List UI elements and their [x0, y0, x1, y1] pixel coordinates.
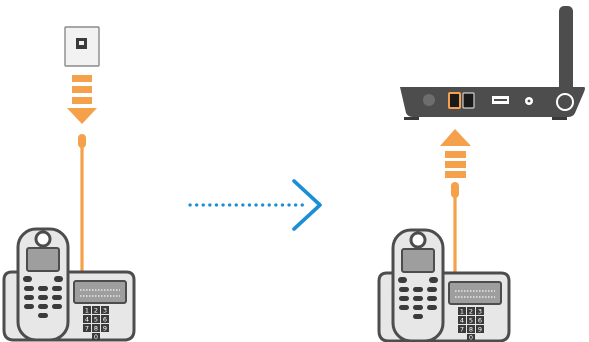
key-label: 8 — [94, 325, 98, 333]
key-label: 9 — [103, 325, 107, 333]
key-label: 0 — [469, 334, 473, 342]
dotted-right-arrow-icon — [190, 181, 320, 229]
key-label: 6 — [103, 316, 107, 324]
key-label: 3 — [103, 307, 107, 315]
down-arrow-icon — [67, 75, 97, 124]
up-arrow-icon — [440, 129, 471, 178]
key-label: 5 — [94, 316, 98, 324]
cordless-phone-icon: 1 2 3 4 5 6 7 8 9 0 — [379, 230, 509, 342]
key-label: 6 — [478, 317, 482, 325]
key-label: 2 — [469, 308, 473, 316]
key-label: 9 — [478, 326, 482, 334]
key-label: 4 — [85, 316, 89, 324]
key-label: 0 — [94, 333, 98, 341]
phone-cable — [78, 134, 86, 290]
wall-jack-icon — [65, 27, 99, 66]
key-label: 1 — [460, 308, 464, 316]
key-label: 7 — [460, 326, 464, 334]
router-icon — [400, 6, 585, 120]
key-label: 4 — [460, 317, 464, 325]
key-label: 1 — [85, 307, 89, 315]
key-label: 5 — [469, 317, 473, 325]
key-label: 8 — [469, 326, 473, 334]
key-label: 7 — [85, 325, 89, 333]
cordless-phone-icon: 1 2 3 4 5 6 7 8 9 0 — [4, 229, 134, 341]
key-label: 2 — [94, 307, 98, 315]
key-label: 3 — [478, 308, 482, 316]
